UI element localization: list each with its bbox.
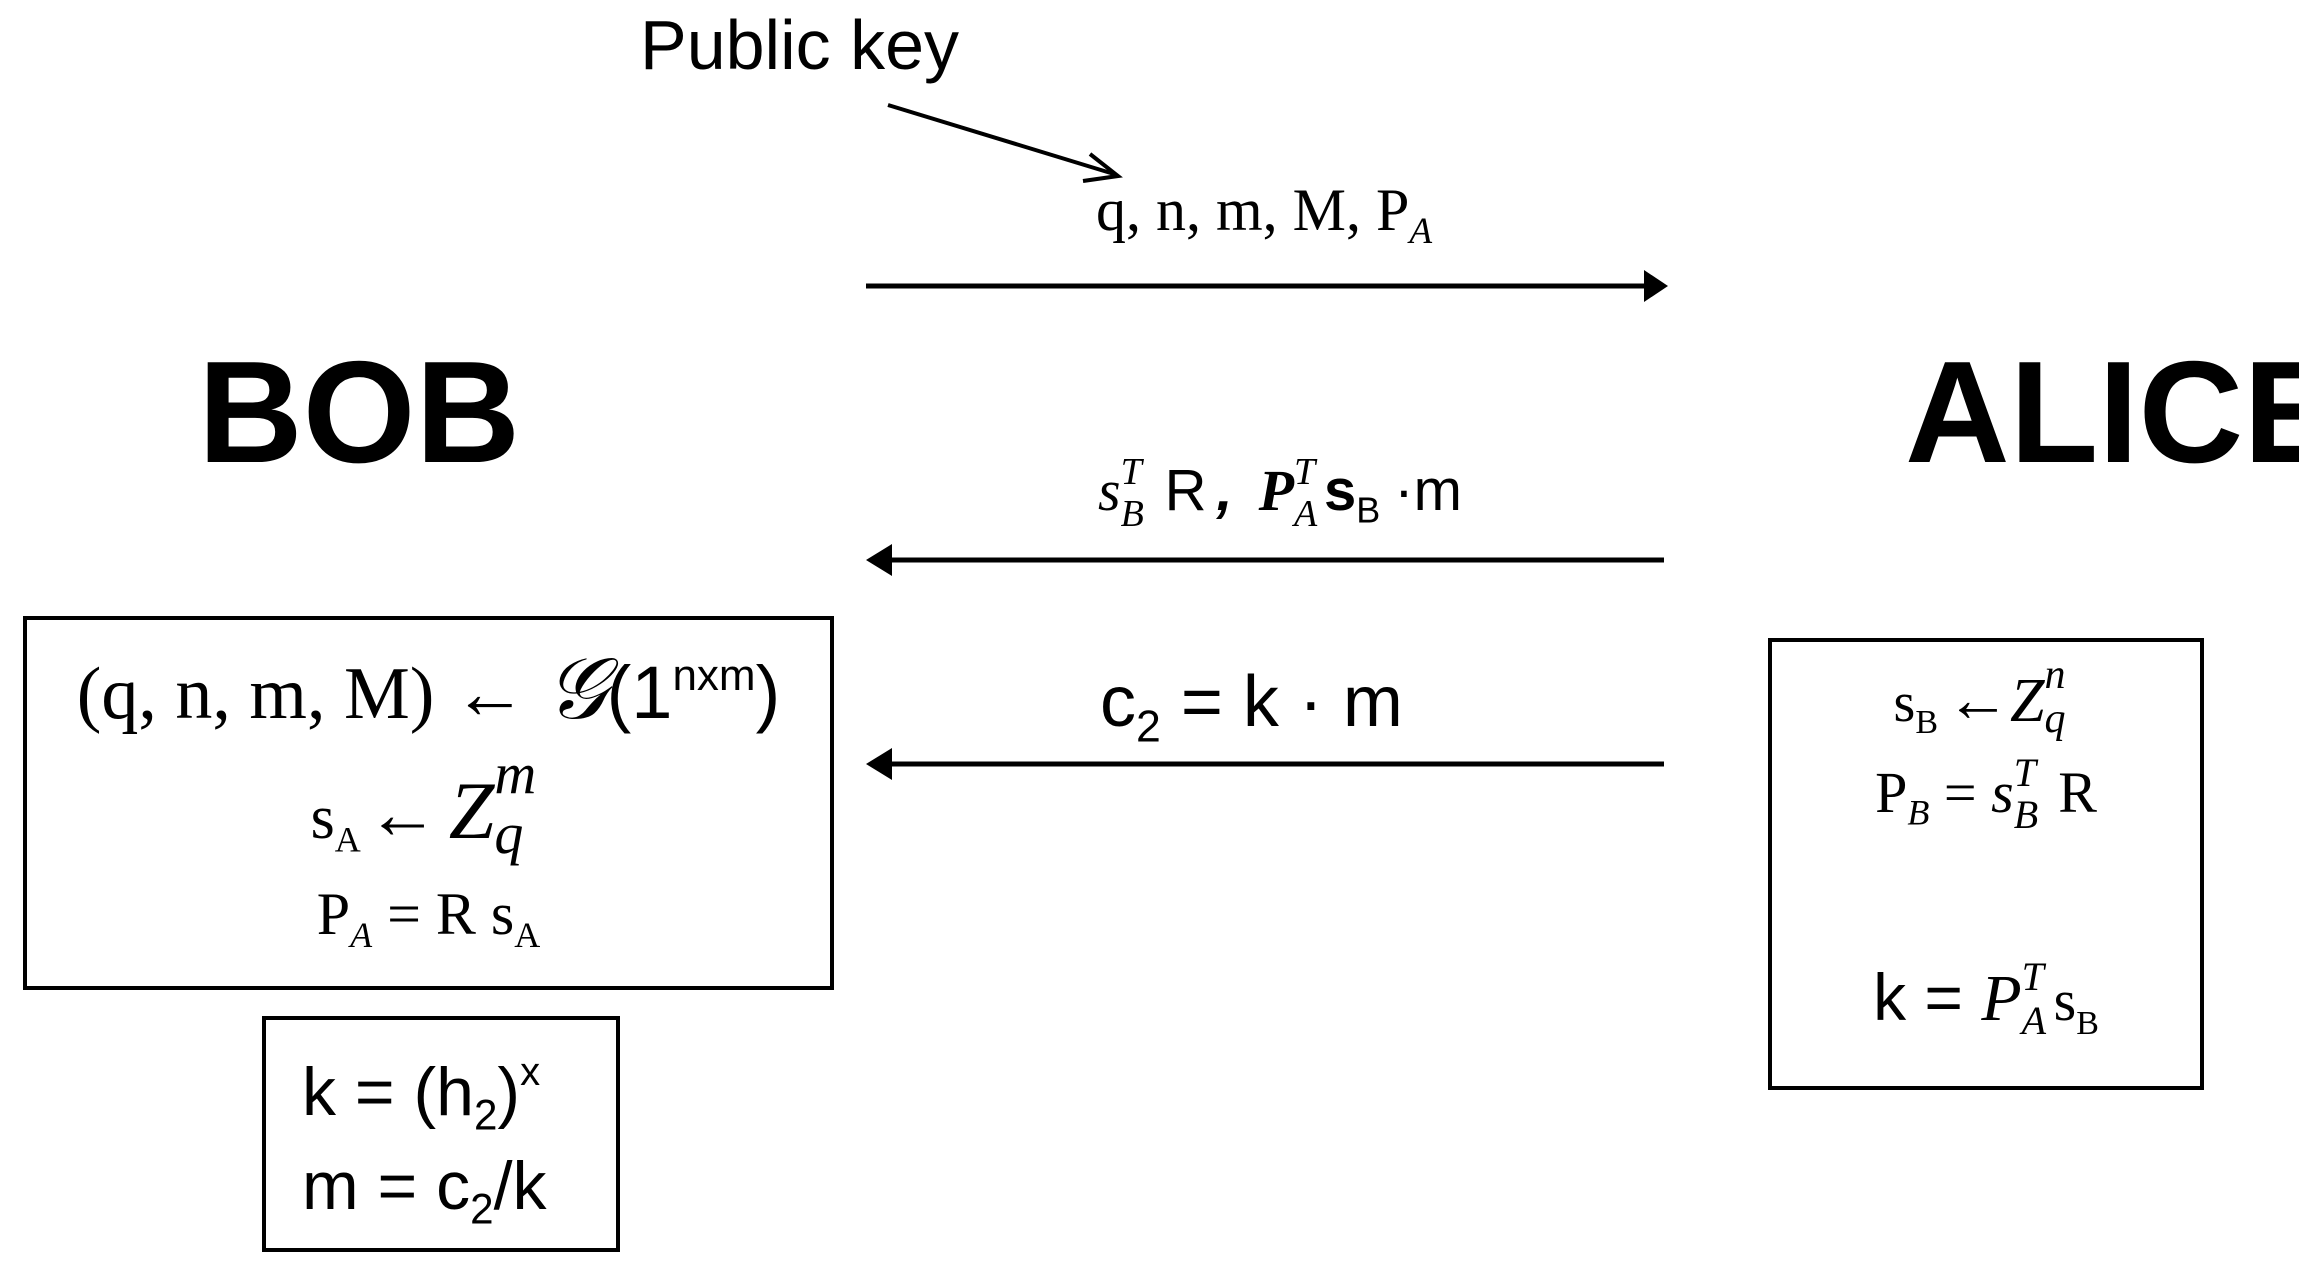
bob-line1-left: (q, n, m, M) ← bbox=[76, 653, 546, 735]
alice-line1-arrow: ← bbox=[1946, 664, 2010, 735]
message-public-params-text: q, n, m, M, P bbox=[1096, 177, 1410, 243]
alice-line3-P: P bbox=[1981, 962, 2022, 1035]
alice-line3-s-sub: B bbox=[2076, 1005, 2099, 1043]
bob-line1-sup: nxm bbox=[672, 651, 756, 700]
public-key-label: Public key bbox=[640, 6, 960, 84]
alice-line3-s: s bbox=[2053, 968, 2077, 1033]
alice-encrypt-box: sB←Z n q PB = s T B R k = P T A sB bbox=[1768, 638, 2204, 1090]
bob-keygen-box: (q, n, m, M) ← 𝒢(1nxm) sA←Z m q PA = R s… bbox=[23, 616, 834, 990]
bob-decrypt-line1-sup: x bbox=[520, 1050, 541, 1094]
msg2-c-sub: 2 bbox=[1136, 702, 1161, 752]
msg1-sB: s bbox=[1324, 458, 1357, 523]
msg1-P-sub: A bbox=[1294, 493, 1318, 535]
msg1-m: ·m bbox=[1394, 458, 1462, 523]
alice-line3-P-sub: A bbox=[2021, 998, 2047, 1043]
msg1-sB-sub: B bbox=[1356, 489, 1381, 531]
bob-line2-Z-sup: m bbox=[494, 741, 537, 806]
bob-decrypt-line-2: m = c2/k bbox=[302, 1152, 547, 1231]
bob-decrypt-line1-text: k = (h bbox=[302, 1054, 474, 1130]
msg1-P-sup: T bbox=[1294, 451, 1316, 493]
alice-line3-k: k = bbox=[1873, 960, 1982, 1034]
alice-line2-P-sub: B bbox=[1907, 792, 1930, 833]
bob-label: BOB bbox=[198, 331, 521, 493]
alice-line2-s-sup: T bbox=[2013, 750, 2036, 795]
bob-line2-s-sub: A bbox=[334, 819, 361, 860]
arrow-alice-to-bob-2 bbox=[866, 748, 1664, 780]
alice-line2-eq: = bbox=[1929, 760, 1992, 825]
alice-line1-Z-sub: q bbox=[2044, 696, 2066, 742]
msg1-s-sup: T bbox=[1120, 451, 1142, 493]
bob-line2-Z-sub: q bbox=[494, 801, 524, 866]
bob-keygen-line-3: PA = R sA bbox=[27, 884, 830, 953]
bob-line2-Z: Z bbox=[448, 765, 495, 856]
alice-line1-s-sub: B bbox=[1915, 704, 1938, 742]
msg2-c: c bbox=[1100, 662, 1136, 742]
msg1-s-sub: B bbox=[1120, 493, 1144, 535]
msg1-R: R bbox=[1164, 458, 1207, 523]
bob-line3-rest: = R s bbox=[372, 881, 515, 947]
public-key-pointer-arrow bbox=[887, 103, 1123, 183]
bob-keygen-line-2: sA←Z m q bbox=[27, 745, 830, 863]
alice-line2-s: s bbox=[1991, 760, 2014, 825]
alice-line-1: sB←Z n q bbox=[1772, 654, 2200, 742]
bob-line3-P: P bbox=[316, 881, 351, 947]
bob-decrypt-line2-sub: 2 bbox=[470, 1185, 494, 1233]
alice-label: ALICE bbox=[1905, 331, 2299, 493]
bob-line3-rest-sub: A bbox=[514, 915, 541, 955]
bob-keygen-line-1: (q, n, m, M) ← 𝒢(1nxm) bbox=[27, 646, 830, 732]
message-ciphertext-1: s T B R,P T A sB·m bbox=[1098, 453, 1462, 533]
msg1-s: s bbox=[1098, 458, 1121, 523]
alice-line3-P-sup: T bbox=[2021, 954, 2044, 999]
alice-line2-P: P bbox=[1875, 760, 1908, 825]
msg1-comma: , bbox=[1216, 458, 1233, 523]
bob-decrypt-box: k = (h2)x m = c2/k bbox=[262, 1016, 620, 1252]
msg2-rest: = k · m bbox=[1180, 662, 1403, 742]
bob-line2-arrow: ← bbox=[366, 774, 439, 854]
bob-decrypt-line1-close: ) bbox=[497, 1054, 521, 1130]
bob-decrypt-line2-text: m = c bbox=[302, 1148, 471, 1224]
message-ciphertext-2: c2 = k · m bbox=[1100, 666, 1403, 750]
arrow-bob-to-alice bbox=[866, 270, 1668, 302]
alice-line1-Z-sup: n bbox=[2044, 652, 2066, 698]
alice-line-2: PB = s T B R bbox=[1772, 753, 2200, 835]
msg1-P: P bbox=[1258, 458, 1295, 523]
alice-line-3: k = P T A sB bbox=[1772, 957, 2200, 1043]
bob-decrypt-line2-rest: /k bbox=[493, 1148, 547, 1224]
bob-line1-paren: (1 bbox=[606, 651, 673, 734]
bob-decrypt-line-1: k = (h2)x bbox=[302, 1052, 540, 1137]
bob-decrypt-line1-sub: 2 bbox=[473, 1091, 498, 1139]
bob-line2-s: s bbox=[310, 784, 335, 852]
alice-line2-s-sub: B bbox=[2013, 792, 2039, 837]
alice-line2-R: R bbox=[2043, 760, 2097, 825]
arrow-alice-to-bob-1 bbox=[866, 544, 1664, 576]
bob-line3-P-sub: A bbox=[350, 915, 373, 955]
alice-line1-s: s bbox=[1893, 672, 1916, 734]
message-public-params: q, n, m, M, PA bbox=[1096, 180, 1432, 250]
bob-line1-G: 𝒢 bbox=[545, 641, 607, 737]
alice-line1-Z: Z bbox=[2010, 667, 2045, 735]
bob-line1-close: ) bbox=[755, 651, 781, 734]
message-public-params-sub: A bbox=[1409, 211, 1433, 252]
